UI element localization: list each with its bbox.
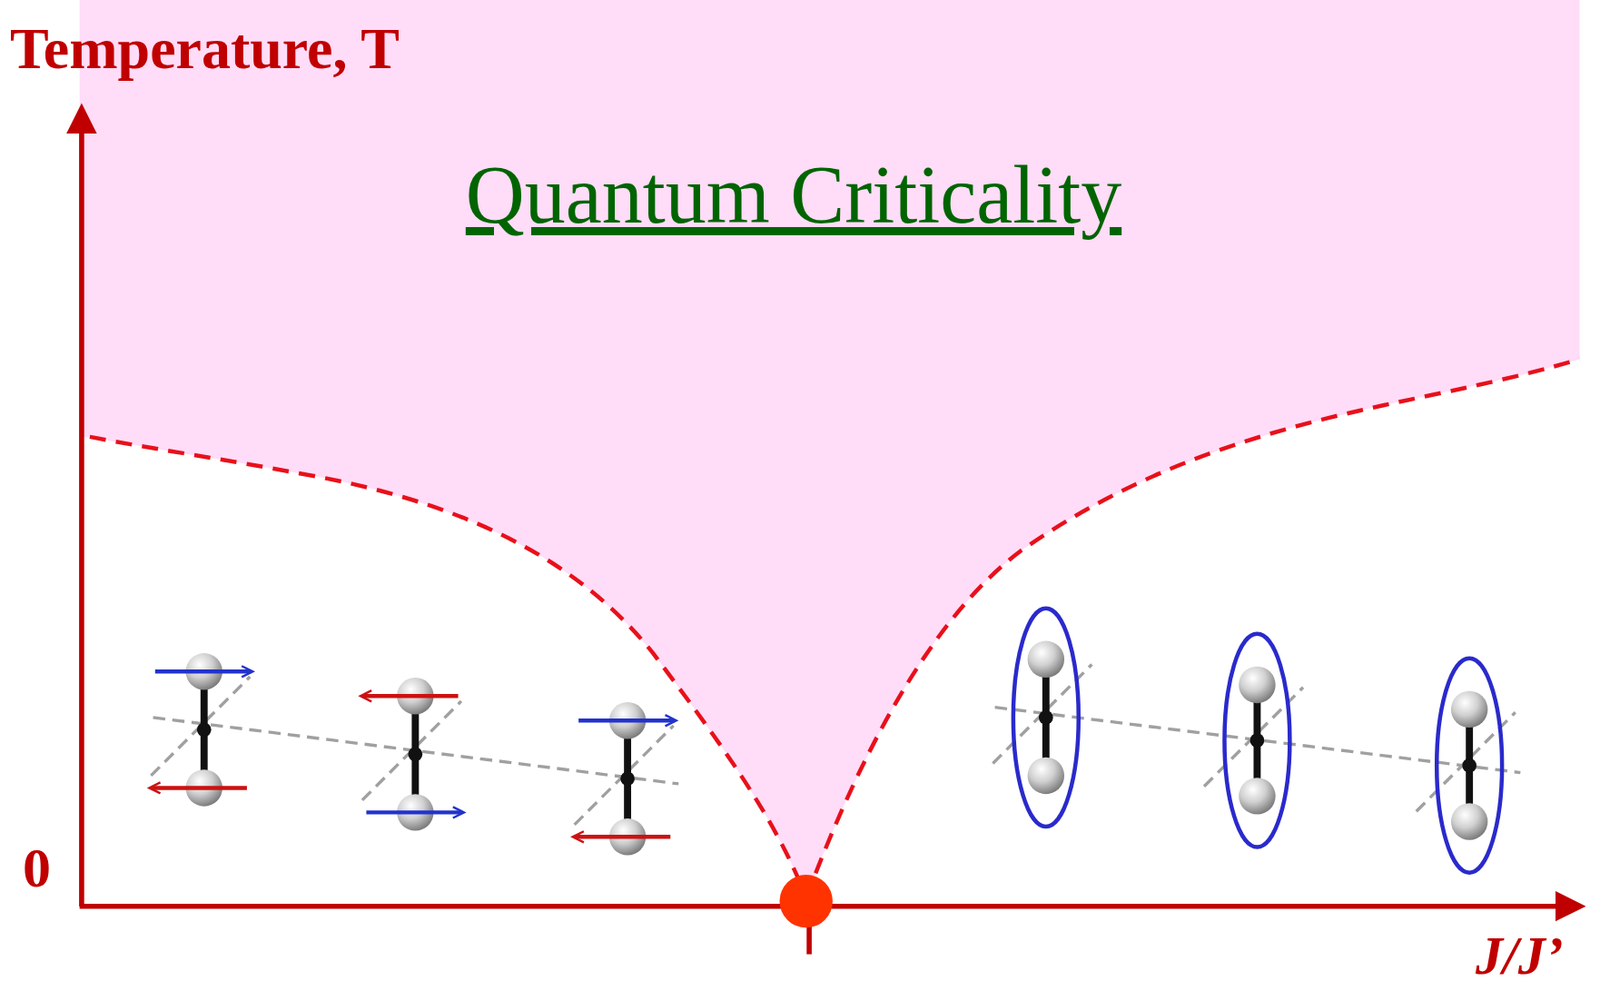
spin-arrow — [362, 693, 459, 698]
axis-label: Temperature, T — [9, 19, 400, 79]
dimer-chain — [150, 608, 1521, 873]
crossover-line — [806, 359, 1581, 899]
spin-site — [1451, 802, 1488, 840]
region-label: Quantum Criticality — [465, 154, 1122, 237]
spin-arrow — [150, 785, 247, 790]
axis-tick-label: 0 — [22, 839, 51, 896]
spin-site — [1238, 666, 1275, 703]
temperature-axis — [79, 127, 85, 906]
singlet-ellipse — [1013, 608, 1079, 827]
spin-arrow — [155, 669, 252, 673]
crossover-line — [89, 436, 807, 899]
singlet-ellipse — [1436, 658, 1502, 873]
critical-region — [79, 0, 1581, 899]
bond-center — [1461, 758, 1477, 773]
axis-label: J/J’ — [1475, 928, 1564, 983]
spin-site — [1451, 691, 1488, 728]
bond-center — [1038, 710, 1054, 725]
spin-site — [1238, 777, 1275, 814]
bond-center — [1250, 732, 1265, 748]
bond-center — [197, 721, 212, 737]
bond-center — [407, 746, 423, 761]
spin-site — [1027, 757, 1065, 794]
bond-center — [620, 770, 635, 786]
interchain-bond — [574, 725, 674, 825]
spin-arrow — [578, 718, 675, 722]
quantum-critical-point — [780, 874, 833, 928]
spin-arrow — [365, 809, 463, 814]
singlet-ellipse — [1224, 633, 1290, 848]
spin-site — [1027, 641, 1065, 678]
spin-arrow — [574, 834, 672, 839]
